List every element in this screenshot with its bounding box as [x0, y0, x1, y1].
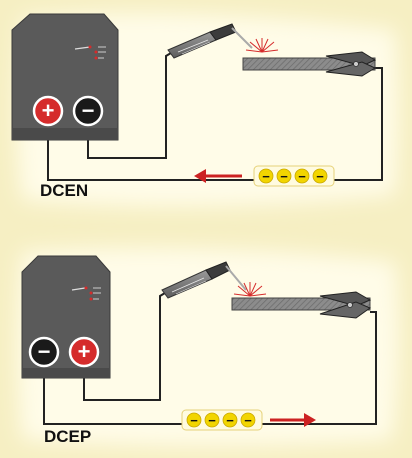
dcep-electron-flow: − − − −: [181, 409, 263, 431]
dcep-current-arrow: [270, 413, 316, 427]
electron-charge: −: [312, 168, 328, 184]
dcen-arc-sparks: [245, 38, 279, 53]
electron-charge: −: [222, 412, 238, 428]
dcen-workpiece: [242, 57, 376, 71]
svg-text:−: −: [190, 413, 198, 428]
dcen-ground-clamp: [325, 51, 377, 77]
electron-charge: −: [186, 412, 202, 428]
dcen-panel: + −: [11, 13, 383, 200]
dcen-electrode-holder: [167, 23, 253, 59]
dcen-label: DCEN: [40, 181, 88, 200]
dcep-ground-clamp: [319, 291, 372, 319]
dcen-control-panel: [74, 45, 106, 60]
dcen-negative-symbol: −: [82, 98, 95, 123]
dcep-panel: − +: [21, 255, 377, 446]
svg-text:−: −: [280, 169, 288, 184]
svg-text:−: −: [316, 169, 324, 184]
dcen-circuit-wire: [47, 49, 383, 181]
dcep-electrode-holder: [161, 261, 247, 299]
svg-text:−: −: [244, 413, 252, 428]
dcen-electron-flow: − − − −: [253, 165, 335, 187]
svg-text:−: −: [298, 169, 306, 184]
dcen-power-source: [11, 13, 119, 141]
electron-charge: −: [258, 168, 274, 184]
electron-charge: −: [276, 168, 292, 184]
dcep-circuit-wire: [43, 289, 377, 425]
dcep-label: DCEP: [44, 427, 91, 446]
electron-charge: −: [240, 412, 256, 428]
dcep-negative-terminal: −: [28, 336, 60, 368]
dcep-workpiece: [231, 297, 371, 311]
svg-text:−: −: [226, 413, 234, 428]
dcep-negative-symbol: −: [38, 339, 51, 364]
electron-charge: −: [204, 412, 220, 428]
svg-text:−: −: [208, 413, 216, 428]
dcen-positive-terminal: +: [32, 95, 64, 127]
electron-charge: −: [294, 168, 310, 184]
dcen-negative-terminal: −: [72, 95, 104, 127]
dcep-arc-sparks: [233, 282, 267, 297]
dcen-current-arrow: [194, 169, 242, 183]
dcep-positive-symbol: +: [78, 339, 91, 364]
svg-text:−: −: [262, 169, 270, 184]
dcep-positive-terminal: +: [68, 336, 100, 368]
dcen-positive-symbol: +: [42, 98, 55, 123]
dcep-control-panel: [71, 286, 101, 301]
